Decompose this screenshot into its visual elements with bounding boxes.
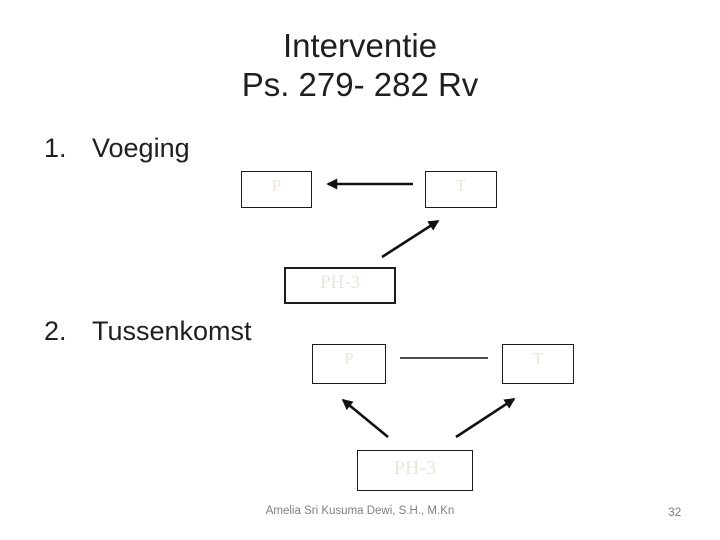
diagram1-box-t: T	[425, 171, 497, 208]
diagram1-box-p-label: P	[271, 176, 282, 195]
diagram2-box-p-label: P	[344, 349, 354, 368]
list-item-number: 2.	[44, 316, 67, 346]
diagram2-box-t: T	[502, 344, 574, 384]
diagram1-box-ph3: PH-3	[284, 267, 396, 304]
diagram2-box-ph3: PH-3	[357, 450, 473, 491]
diagram1-box-t-label: T	[455, 176, 467, 195]
diagram2-box-t-label: T	[532, 349, 544, 368]
footer-author: Amelia Sri Kusuma Dewi, S.H., M.Kn	[265, 505, 455, 517]
diagram2-arrow-ph3-to-t-icon	[455, 397, 516, 439]
diagram1-box-ph3-label: PH-3	[319, 272, 361, 293]
slide-title-line2: Ps. 279- 282 Rv	[241, 66, 479, 103]
list-item-number: 1.	[44, 133, 67, 163]
diagram2-box-p: P	[312, 344, 386, 384]
diagram1-box-p: P	[241, 171, 312, 208]
list-item-voeging: 1. Voeging	[44, 133, 190, 163]
slide-title-line1: Interventie	[282, 27, 438, 64]
slide-page-number: 32	[668, 505, 682, 519]
list-item-tussenkomst: 2. Tussenkomst	[44, 316, 252, 346]
list-item-label: Tussenkomst	[92, 316, 252, 346]
list-item-label: Voeging	[92, 133, 190, 163]
diagram2-box-ph3-label: PH-3	[393, 457, 437, 479]
slide-title: Interventie Ps. 279- 282 Rv	[0, 26, 720, 104]
diagram1-arrow-ph3-to-t-icon	[381, 219, 440, 259]
diagram2-arrow-ph3-to-p-icon	[341, 398, 389, 439]
